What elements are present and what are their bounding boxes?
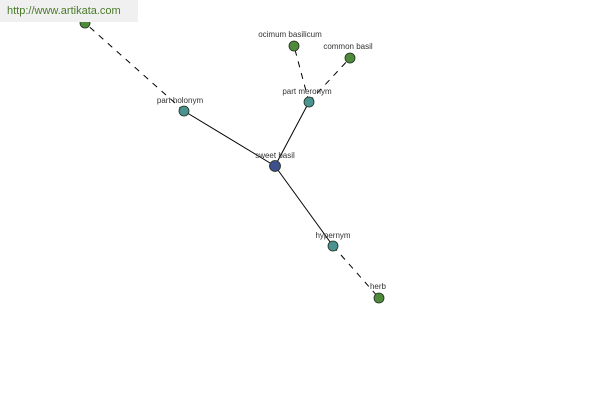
edge-sweet-basil-to-hypernym — [274, 165, 334, 247]
node-ocimum-basilicum[interactable]: ocimum basilicum — [258, 30, 322, 52]
node-marker-part-holonym[interactable] — [178, 105, 190, 117]
node-part-meronym[interactable]: part meronym — [282, 87, 332, 108]
node-label-herb: herb — [370, 282, 387, 291]
node-label-sweet-basil: sweet basil — [255, 151, 295, 160]
edge-layer — [84, 22, 380, 299]
node-label-hypernym: hypernym — [315, 231, 350, 240]
node-marker-common-basil[interactable] — [344, 52, 356, 64]
node-label-ocimum-basilicum: ocimum basilicum — [258, 30, 322, 39]
node-marker-sweet-basil[interactable] — [269, 160, 281, 172]
source-url[interactable]: http://www.artikata.com — [0, 0, 138, 22]
node-layer: sweet basil part holonym part meronym hyper… — [79, 17, 387, 304]
edge-part-meronym-to-ocimum-basilicum — [293, 45, 310, 103]
node-marker-ocimum-basilicum[interactable] — [288, 40, 300, 52]
node-label-common-basil: common basil — [323, 42, 373, 51]
node-label-part-meronym: part meronym — [282, 87, 332, 96]
node-label-part-holonym: part holonym — [157, 96, 204, 105]
edge-part-holonym-to-holonym-target — [84, 22, 185, 112]
node-hypernym[interactable]: hypernym — [315, 231, 351, 252]
edge-sweet-basil-to-part-holonym — [183, 110, 276, 167]
node-marker-herb[interactable] — [373, 292, 385, 304]
node-marker-part-meronym[interactable] — [303, 96, 315, 108]
node-part-holonym[interactable]: part holonym — [157, 96, 204, 117]
node-common-basil[interactable]: common basil — [323, 42, 373, 64]
edge-sweet-basil-to-part-meronym — [274, 101, 310, 167]
node-marker-hypernym[interactable] — [327, 240, 339, 252]
edge-part-meronym-to-common-basil — [308, 57, 351, 103]
node-herb[interactable]: herb — [370, 282, 387, 304]
node-sweet-basil[interactable]: sweet basil — [255, 151, 295, 172]
